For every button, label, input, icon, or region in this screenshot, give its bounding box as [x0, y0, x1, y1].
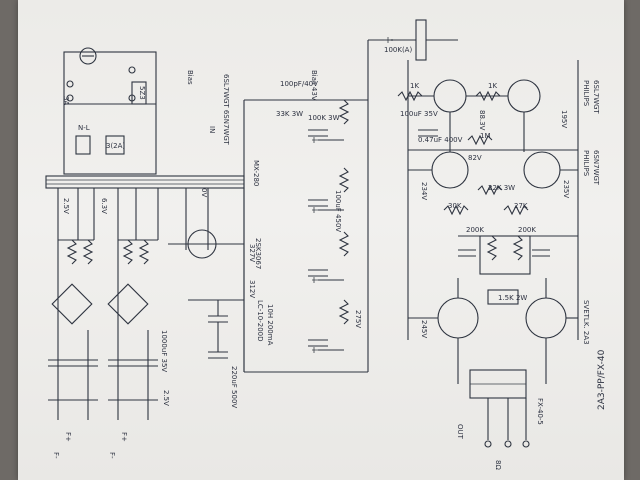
power-transformer: [45, 175, 245, 189]
driver-tube-label: 6SN7WGT: [592, 150, 600, 186]
driver-brand-label: PHILIPS: [582, 150, 590, 177]
pot-label: 100K(A): [384, 46, 412, 54]
fet-label: 2SK3067: [254, 238, 262, 269]
cap-1000-label: 1000uF 35V: [160, 330, 168, 372]
res-30k-label: 30K: [448, 202, 462, 210]
input-tube-1: [433, 79, 467, 113]
cap-047-label: 0.47uF 400V: [418, 136, 463, 144]
res-27k-label: 27K: [514, 202, 528, 210]
voltage-275-label: 275V: [354, 310, 362, 328]
driver-tube-2: [523, 151, 561, 189]
amp-label: 3A: [62, 96, 70, 105]
f-plus-2-label: F+: [120, 432, 128, 442]
res-1k-b-label: 1K: [488, 82, 497, 90]
fuse-holder: [105, 135, 125, 155]
voltage-235-label: 235V: [562, 180, 570, 198]
bias-res-label: 33K 3W: [276, 110, 303, 118]
f-minus-2-label: F-: [108, 452, 116, 459]
in-label: IN: [208, 126, 216, 133]
volume-pot: [415, 19, 427, 61]
voltage-327-label: 327V: [248, 244, 256, 262]
nl-label: N-L: [78, 124, 90, 132]
rectifier-label: 5Z3: [138, 86, 146, 100]
choke-label: LC-10-200D: [256, 300, 264, 342]
schematic-drawing: 2A3-PP/FX-40 FX-40-5 SVETLK. 2A3 PHILIPS…: [45, 19, 607, 470]
res-100k3w-label: 100K 3W: [308, 114, 340, 122]
bridge-rectifier-2: [107, 283, 149, 325]
title-label: 2A3-PP/FX-40: [597, 349, 607, 410]
heater-tubes-label: 6SL7WGT 6SN7WGT: [222, 74, 230, 146]
speaker-8-label: 8Ω: [494, 460, 502, 470]
cap-100uf-450-label: 100uF 450V: [334, 190, 342, 232]
f-minus-label: F-: [52, 452, 60, 459]
voltage-82-label: 82V: [468, 154, 482, 162]
voltage-234-label: 234V: [420, 182, 428, 200]
voltage-245-label: 245V: [420, 320, 428, 338]
voltage-88-label: 88.3V: [478, 110, 486, 131]
output-tube-2: [525, 297, 567, 339]
heater-2-5v-2-label: 2.5V: [162, 390, 170, 406]
output-tube-1: [437, 297, 479, 339]
voltage-312-label: 312V: [248, 280, 256, 298]
voltage-195-label: 195V: [560, 110, 568, 128]
res-1k5-label: 1.5K 2W: [498, 294, 527, 302]
fuse-label: 3(2A): [106, 142, 125, 150]
f-plus-label: F+: [64, 432, 72, 442]
ov-label: 0V: [200, 188, 208, 197]
bridge-rectifier-1: [51, 283, 93, 325]
cap-220-label: 220uF 500V: [230, 366, 238, 408]
res-1m-label: 1M: [480, 132, 491, 140]
paper-sheet: 2A3-PP/FX-40 FX-40-5 SVETLK. 2A3 PHILIPS…: [18, 0, 624, 480]
input-brand-label: PHILIPS: [582, 80, 590, 107]
heater-6-3v-label: 6.3V: [100, 198, 108, 214]
lamp-icon: [79, 47, 97, 65]
res-1k-a-label: 1K: [410, 82, 419, 90]
cathode-resistor: [487, 289, 519, 305]
output-tube-label: SVETLK. 2A3: [582, 300, 590, 345]
heater-2-5v-label: 2.5V: [62, 198, 70, 214]
res-200k-a-label: 200K: [466, 226, 484, 234]
cap-100uf-label: 100uF 35V: [400, 110, 438, 118]
res-22k-label: 22K 3W: [488, 184, 515, 192]
output-transformer-label: FX-40-5: [536, 398, 544, 425]
mains-box: [63, 51, 157, 175]
input-tube-2: [507, 79, 541, 113]
res-200k-b-label: 200K: [518, 226, 536, 234]
inductor-spec-label: 10H 200mA: [266, 304, 274, 346]
out-label: OUT: [456, 424, 464, 440]
input-tube-label: 6SL7WGT: [592, 80, 600, 114]
bias-label: Bias: [186, 70, 194, 85]
nl-lamp: [75, 135, 91, 155]
cap-100pf-label: 100pF/40V: [280, 80, 318, 88]
power-transformer-label: MX-280: [252, 160, 260, 186]
dc-bias-label: Bias 43V: [310, 70, 318, 101]
driver-tube-1: [431, 151, 469, 189]
bias-network: [479, 235, 531, 275]
